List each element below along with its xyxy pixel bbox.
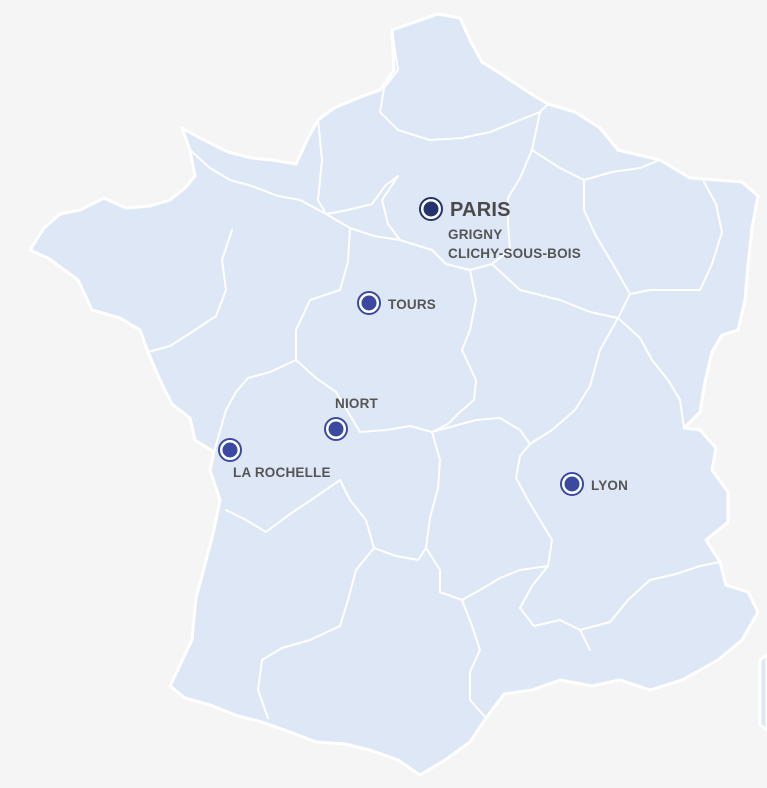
lyon-label: LYON — [591, 478, 628, 493]
la-rochelle-label: LA ROCHELLE — [233, 465, 331, 480]
niort-label: NIORT — [335, 396, 379, 411]
city-labels: PARIS GRIGNY CLICHY-SOUS-BOIS TOURS NIOR… — [233, 199, 628, 493]
corsica — [758, 653, 767, 732]
grigny-label: GRIGNY — [448, 227, 502, 242]
paris-label: PARIS — [450, 199, 511, 221]
paris-marker[interactable] — [419, 197, 443, 221]
tours-marker[interactable] — [357, 291, 381, 315]
region-borders — [147, 29, 723, 719]
france-mainland — [28, 12, 760, 777]
niort-marker[interactable] — [324, 417, 348, 441]
lyon-marker[interactable] — [560, 472, 584, 496]
la-rochelle-marker[interactable] — [218, 438, 242, 462]
tours-label: TOURS — [388, 297, 436, 312]
clichy-sous-bois-label: CLICHY-SOUS-BOIS — [448, 246, 581, 261]
city-markers — [218, 197, 584, 496]
